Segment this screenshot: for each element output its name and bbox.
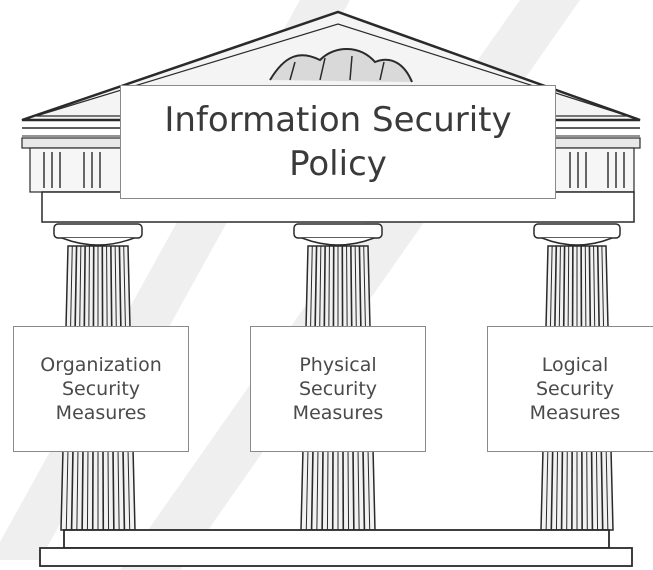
pillar-box-physical: Physical Security Measures bbox=[250, 326, 426, 452]
pillar-logical-line-3: Measures bbox=[529, 402, 621, 424]
pillar-logical-line-2: Security bbox=[535, 378, 615, 400]
pillar-box-logical: Logical Security Measures bbox=[487, 326, 653, 452]
pillar-physical-line-3: Measures bbox=[292, 402, 384, 424]
policy-title-line-1: Information Security bbox=[164, 100, 512, 140]
capitals bbox=[53, 223, 621, 246]
pillar-physical-line-1: Physical bbox=[299, 354, 377, 376]
stylobate bbox=[39, 529, 633, 567]
pillar-physical-line-2: Security bbox=[298, 378, 378, 400]
policy-title-box: Information Security Policy bbox=[120, 85, 556, 199]
policy-title-line-2: Policy bbox=[289, 144, 387, 184]
pillar-logical-line-1: Logical bbox=[541, 354, 609, 376]
pillar-organization-line-2: Security bbox=[61, 378, 141, 400]
pillar-organization-line-3: Measures bbox=[55, 402, 147, 424]
pillar-organization-line-1: Organization bbox=[40, 354, 162, 376]
pillar-box-organization: Organization Security Measures bbox=[13, 326, 189, 452]
